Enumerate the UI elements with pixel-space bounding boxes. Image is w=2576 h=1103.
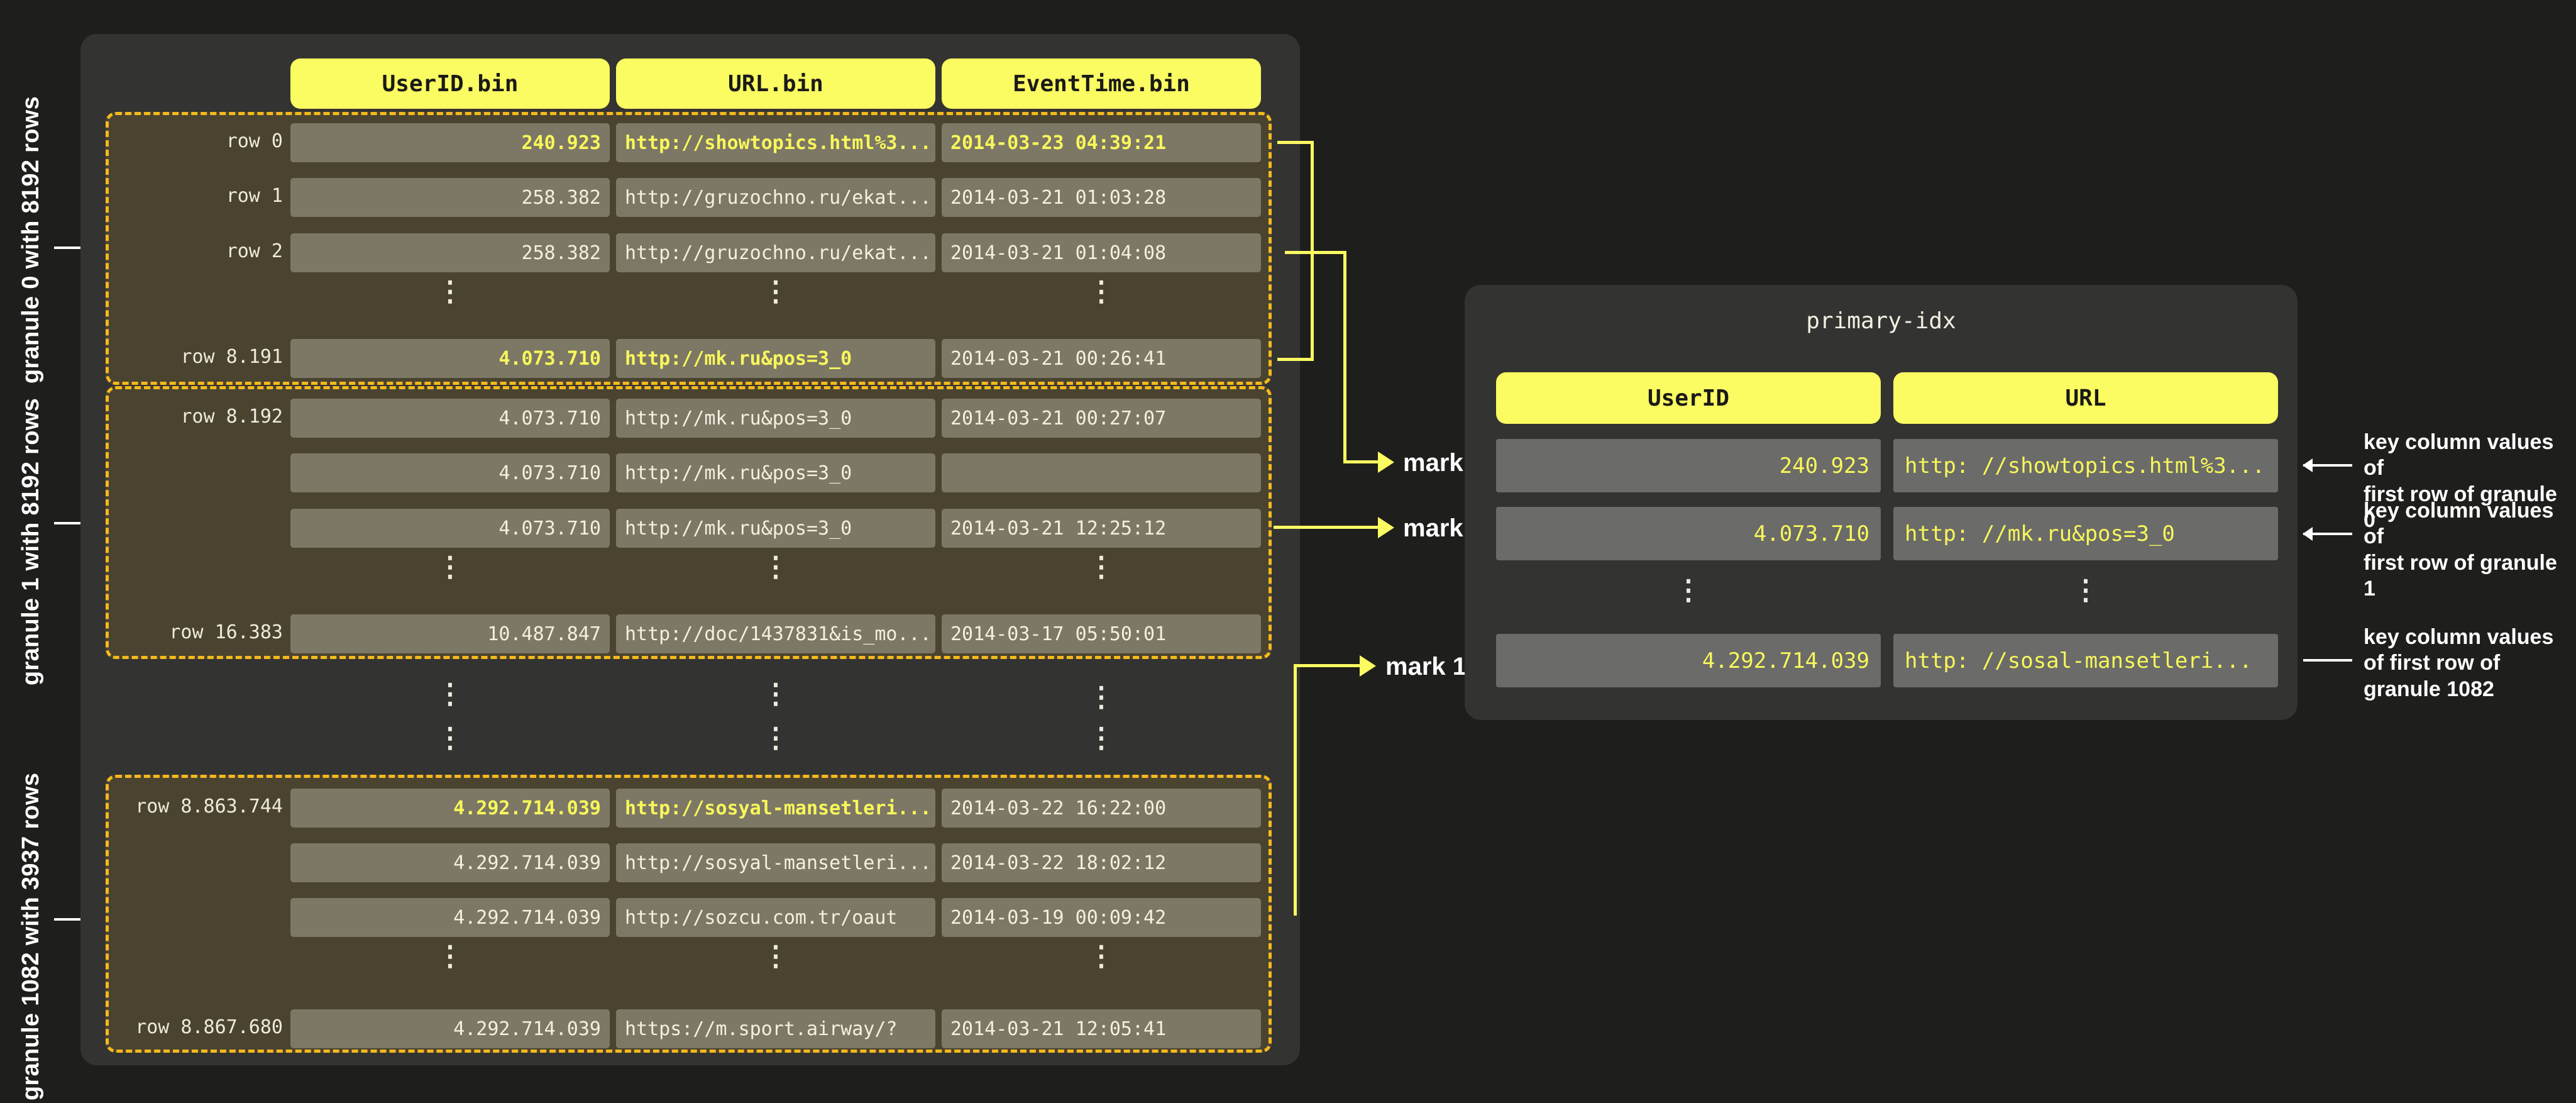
index-row-last-userid: 4.292.714.039 (1496, 634, 1881, 687)
index-ellipsis-url: ⋮ (2072, 574, 2100, 606)
between-granules-ellipsis-userid-2: ⋮ (436, 722, 464, 754)
table-cell-userid: 4.073.710 (290, 509, 610, 548)
granule-1082-ellipsis-eventtime: ⋮ (1087, 940, 1115, 972)
table-cell-url: http://mk.ru&pos=3_0 (616, 453, 935, 492)
index-row-1-userid: 4.073.710 (1496, 507, 1881, 560)
granule-0-row-label-last: row 8.191 (180, 346, 283, 368)
mark-0-stem-horizontal (1285, 251, 1346, 254)
table-cell-userid: 4.292.714.039 (290, 898, 610, 937)
granule-1082-side-label: granule 1082 with 3937 rows (18, 772, 44, 1100)
table-cell-url: http://mk.ru&pos=3_0 (616, 509, 935, 548)
granule-1082-row-label-0: row 8.863.744 (135, 795, 283, 818)
table-cell-eventtime: 2014-03-22 18:02:12 (942, 843, 1261, 882)
index-header-userid: UserID (1496, 372, 1881, 424)
index-row-0-url: http: //showtopics.html%3... (1893, 439, 2278, 492)
table-cell-eventtime: 2014-03-23 04:39:21 (942, 123, 1261, 162)
mark-0-arrowhead (1378, 452, 1394, 473)
granule-0-row-label-1: row 1 (226, 185, 283, 207)
mark-1082-arrowhead (1360, 655, 1376, 677)
table-cell-userid: 10.487.847 (290, 614, 610, 653)
table-cell-eventtime (942, 453, 1261, 492)
primary-index-title: primary-idx (1806, 308, 1956, 334)
granule-0-ellipsis-userid: ⋮ (436, 275, 464, 308)
annotation-granule-1082: key column values of first row of granul… (2364, 625, 2554, 701)
table-cell-url: http://sosyal-mansetleri... (616, 789, 935, 828)
granule-1-side-label: granule 1 with 8192 rows (18, 397, 44, 685)
granule-0-side-label: granule 0 with 8192 rows (18, 96, 44, 384)
table-cell-userid: 240.923 (290, 123, 610, 162)
mark-0-stem-vertical (1343, 251, 1346, 463)
granule-1-ellipsis-eventtime: ⋮ (1087, 551, 1115, 583)
table-cell-eventtime: 2014-03-21 12:25:12 (942, 509, 1261, 548)
granule-0-ellipsis-url: ⋮ (762, 275, 790, 308)
mark-1082-line-vertical (1294, 664, 1297, 916)
column-header-eventtime-bin: EventTime.bin (942, 58, 1261, 109)
column-header-url-bin: URL.bin (616, 58, 935, 109)
mark-1082-line-horizontal (1294, 664, 1363, 667)
between-granules-ellipsis-url-1: ⋮ (762, 678, 790, 710)
index-ellipsis-userid: ⋮ (1675, 574, 1702, 606)
table-cell-url: http://doc/1437831&is_mo... (616, 614, 935, 653)
mark-1-arrowhead (1378, 517, 1394, 538)
table-cell-eventtime: 2014-03-21 00:27:07 (942, 399, 1261, 438)
annotation-0-tick (2303, 458, 2352, 472)
granule-0-ellipsis-eventtime: ⋮ (1087, 275, 1115, 308)
granule-1-ellipsis-url: ⋮ (762, 551, 790, 583)
mark-1-line (1274, 526, 1382, 529)
annotation-1-tick (2303, 527, 2352, 541)
annotation-2-tick (2303, 659, 2352, 662)
table-cell-eventtime: 2014-03-17 05:50:01 (942, 614, 1261, 653)
index-header-url: URL (1893, 372, 2278, 424)
table-cell-userid: 258.382 (290, 178, 610, 217)
table-cell-userid: 4.292.714.039 (290, 843, 610, 882)
granule-1-row-label-0: row 8.192 (180, 406, 283, 428)
table-cell-eventtime: 2014-03-21 01:03:28 (942, 178, 1261, 217)
table-cell-userid: 4.073.710 (290, 399, 610, 438)
table-cell-userid: 4.073.710 (290, 339, 610, 378)
granule-0-row-label-0: row 0 (226, 130, 283, 152)
between-granules-ellipsis-url-2: ⋮ (762, 722, 790, 754)
column-header-userid-bin: UserID.bin (290, 58, 610, 109)
table-cell-url: http://mk.ru&pos=3_0 (616, 339, 935, 378)
mark-0-stem-to-arrow (1343, 460, 1380, 463)
table-cell-url: http://gruzochno.ru/ekat... (616, 178, 935, 217)
granule-1-row-label-last: row 16.383 (169, 621, 283, 643)
table-cell-eventtime: 2014-03-21 12:05:41 (942, 1009, 1261, 1048)
index-row-0-userid: 240.923 (1496, 439, 1881, 492)
table-cell-url: http://mk.ru&pos=3_0 (616, 399, 935, 438)
table-cell-eventtime: 2014-03-22 16:22:00 (942, 789, 1261, 828)
mark-0-bracket-bottom (1277, 358, 1314, 361)
mark-0-bracket-top (1277, 141, 1314, 144)
table-cell-userid: 4.073.710 (290, 453, 610, 492)
table-cell-eventtime: 2014-03-21 00:26:41 (942, 339, 1261, 378)
index-row-last-url: http: //sosal-mansetleri... (1893, 634, 2278, 687)
annotation-granule-0: key column values of first row of granul… (2364, 430, 2557, 533)
granule-1082-ellipsis-url: ⋮ (762, 940, 790, 972)
table-cell-url: http://sosyal-mansetleri... (616, 843, 935, 882)
annotation-granule-1: key column values of first row of granul… (2364, 499, 2557, 601)
between-granules-ellipsis-eventtime-2: ⋮ (1087, 722, 1115, 754)
table-cell-url: http://showtopics.html%3... (616, 123, 935, 162)
granule-0-row-label-2: row 2 (226, 240, 283, 262)
table-cell-userid: 4.292.714.039 (290, 1009, 610, 1048)
table-cell-url: https://m.sport.airway/? (616, 1009, 935, 1048)
table-cell-url: http://gruzochno.ru/ekat... (616, 233, 935, 272)
granule-1-ellipsis-userid: ⋮ (436, 551, 464, 583)
granule-1082-row-label-last: row 8.867.680 (135, 1016, 283, 1038)
table-cell-userid: 4.292.714.039 (290, 789, 610, 828)
table-cell-userid: 258.382 (290, 233, 610, 272)
table-cell-eventtime: 2014-03-19 00:09:42 (942, 898, 1261, 937)
between-granules-ellipsis-eventtime-1: ⋮ (1087, 681, 1115, 713)
table-cell-url: http://sozcu.com.tr/oaut (616, 898, 935, 937)
index-row-1-url: http: //mk.ru&pos=3_0 (1893, 507, 2278, 560)
between-granules-ellipsis-userid-1: ⋮ (436, 678, 464, 710)
granule-1082-ellipsis-userid: ⋮ (436, 940, 464, 972)
table-cell-eventtime: 2014-03-21 01:04:08 (942, 233, 1261, 272)
